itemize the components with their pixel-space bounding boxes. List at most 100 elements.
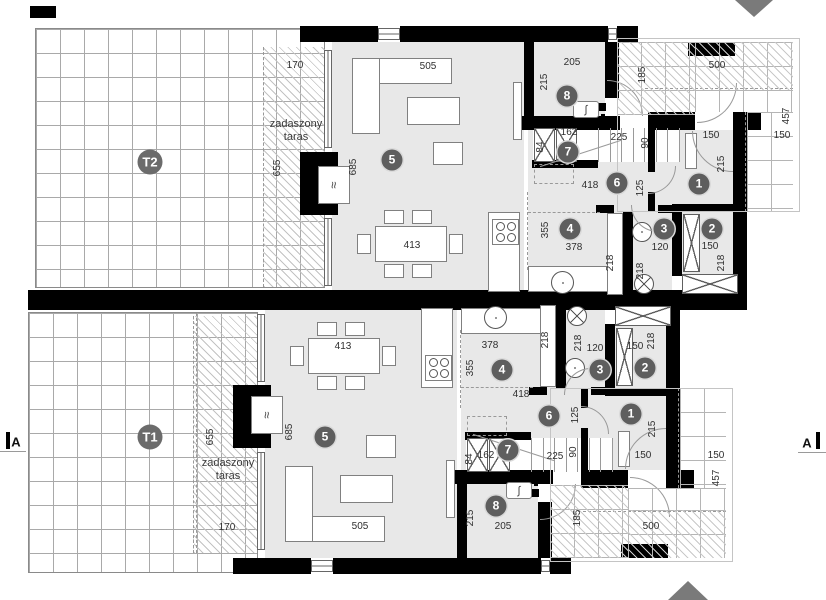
wall [581,388,588,408]
stair-tread [531,438,532,472]
dimension-label: 84 [535,141,546,153]
dimension-label: 355 [540,221,551,239]
dashed-line [527,192,528,270]
dimension-label: 90 [640,137,651,149]
dashed-line [460,330,461,408]
dimension-label: 225 [546,451,564,462]
dimension-label: 150 [702,130,720,141]
cooktop-burner [507,222,516,231]
furniture [540,305,556,387]
dimension-label: 505 [419,61,437,72]
fireplace-icon: ≈ [259,411,275,419]
built-in-closet [616,328,633,386]
furniture [513,82,522,140]
dimension-label: 218 [716,254,727,272]
wall [666,304,680,470]
stair-tread [588,438,590,472]
dimension-label: 225 [610,132,628,143]
furniture [290,346,304,366]
furniture [308,338,380,374]
dimension-label: 90 [568,446,579,458]
small-fixture [531,489,539,497]
room-marker-2: 2 [634,357,656,379]
wall [648,130,655,172]
fixture-dot [641,231,643,233]
built-in-closet [467,438,488,472]
small-fixture [534,482,538,486]
covered-entrance-porch [628,510,726,558]
room-marker-8: 8 [556,85,578,107]
fixture-dot [561,281,564,284]
wall [672,204,733,212]
wall [591,387,605,395]
section-marker-left-label: A [11,434,21,450]
wall [233,558,311,574]
dimension-label: 505 [351,521,369,532]
room-marker-8: 8 [485,495,507,517]
wall [529,387,547,395]
dimension-label: 125 [635,179,646,197]
stair-tread [621,128,623,162]
dimension-label: 215 [465,509,476,527]
dimension-label: 418 [512,389,530,400]
boiler-unit [573,101,599,118]
wall [581,428,588,470]
furniture [607,213,623,295]
dimension-label: 655 [272,159,283,177]
understair-storage [467,416,507,436]
room-marker-4: 4 [559,218,581,240]
wall [605,324,615,388]
dimension-label: 150 [701,241,719,252]
dimension-label: 170 [286,60,304,71]
wall [666,470,680,488]
dimension-label: 218 [573,334,584,352]
furniture [317,322,337,336]
covered-entrance-porch [550,485,628,558]
entrance-porch-paving [695,90,793,112]
dimension-label: 355 [465,359,476,377]
small-fixture [243,409,248,414]
dimension-label: 457 [781,107,792,125]
fixture-dot [574,367,576,369]
wall [520,116,620,130]
dimension-label: 162 [477,450,495,461]
dimension-label: 418 [581,180,599,191]
stair-tread [542,438,544,472]
wall [733,130,747,296]
window [378,28,400,40]
porch-boundary [550,388,733,562]
party-wall [28,290,747,310]
dimension-label: 218 [540,331,551,349]
dimension-label: 378 [481,340,499,351]
furniture [407,97,460,125]
dimension-label: 413 [334,341,352,352]
understair-storage [534,164,574,184]
furniture [317,376,337,390]
room-marker-5: 5 [314,426,336,448]
cooktop-burner [429,369,438,378]
window [324,218,332,286]
cooktop-burner [429,358,438,367]
built-in-closet [682,274,738,294]
wall [400,26,608,42]
cooktop-burner [507,233,516,242]
room-marker-1: 1 [688,173,710,195]
dashed-line [528,212,600,213]
wall [300,26,378,42]
dimension-label: 185 [637,66,648,84]
furniture [285,466,313,542]
wall [453,470,553,484]
wall [733,112,747,130]
room-marker-1: 1 [620,403,642,425]
wall [672,212,682,276]
dimension-label: 218 [605,254,616,272]
furniture [357,234,371,254]
furniture [352,58,380,134]
dimension-label: 215 [539,73,550,91]
dimension-label: 150 [773,130,791,141]
covered-terrace-label: zadaszony taras [201,457,255,482]
dimension-label: 218 [635,262,646,280]
dimension-label: 150 [626,341,644,352]
entrance-arrow-top [735,0,773,17]
